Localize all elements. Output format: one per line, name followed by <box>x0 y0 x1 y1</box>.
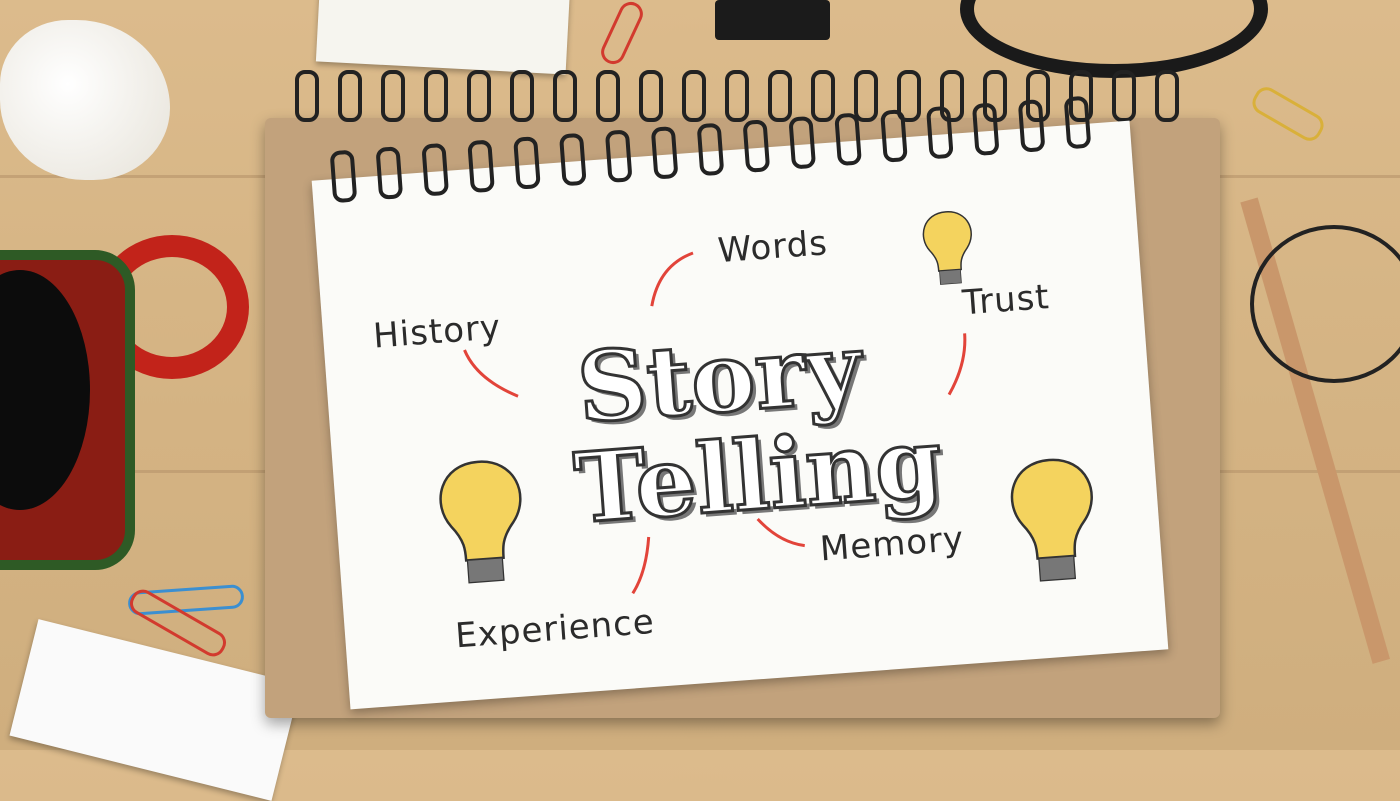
spiral-ring <box>725 70 749 122</box>
spiral-ring <box>940 70 964 122</box>
lightbulb-icon <box>1010 458 1093 582</box>
spiral-ring <box>1155 70 1179 122</box>
arrow-icon <box>463 349 519 398</box>
crumpled-paper <box>0 20 170 180</box>
arrow-icon <box>631 536 651 595</box>
spiral-ring <box>897 70 921 122</box>
spiral-ring <box>983 70 1007 122</box>
eyeglasses <box>1250 225 1400 383</box>
arrow-icon <box>650 251 694 307</box>
spiral-ring <box>768 70 792 122</box>
spiral-ring <box>510 70 534 122</box>
spiral-ring <box>811 70 835 122</box>
spiral-notepad: History Words Trust Memory Experience St… <box>311 95 1169 710</box>
paper-clip-red <box>597 0 647 68</box>
spiral-ring <box>338 70 362 122</box>
spiral-ring <box>596 70 620 122</box>
spiral-ring <box>381 70 405 122</box>
spiral-ring <box>467 70 491 122</box>
spiral-ring <box>553 70 577 122</box>
arrow-icon <box>756 517 805 548</box>
lightbulb-icon <box>439 460 522 584</box>
magnifying-glass <box>960 0 1268 78</box>
spiral-ring <box>424 70 448 122</box>
spiral-ring <box>295 70 319 122</box>
arrows <box>463 251 967 595</box>
spiral-ring <box>1112 70 1136 122</box>
arrow-icon <box>947 333 967 396</box>
sticky-note-pad <box>315 0 571 75</box>
lightbulb-icon <box>922 211 972 285</box>
spiral-ring <box>682 70 706 122</box>
paper-clip-gold <box>1248 82 1328 146</box>
spiral-ring <box>639 70 663 122</box>
binder-clip <box>715 0 830 40</box>
spiral-ring <box>1069 70 1093 122</box>
spiral-ring <box>854 70 878 122</box>
small-spiral-notepad <box>9 619 301 801</box>
spiral-ring <box>1026 70 1050 122</box>
